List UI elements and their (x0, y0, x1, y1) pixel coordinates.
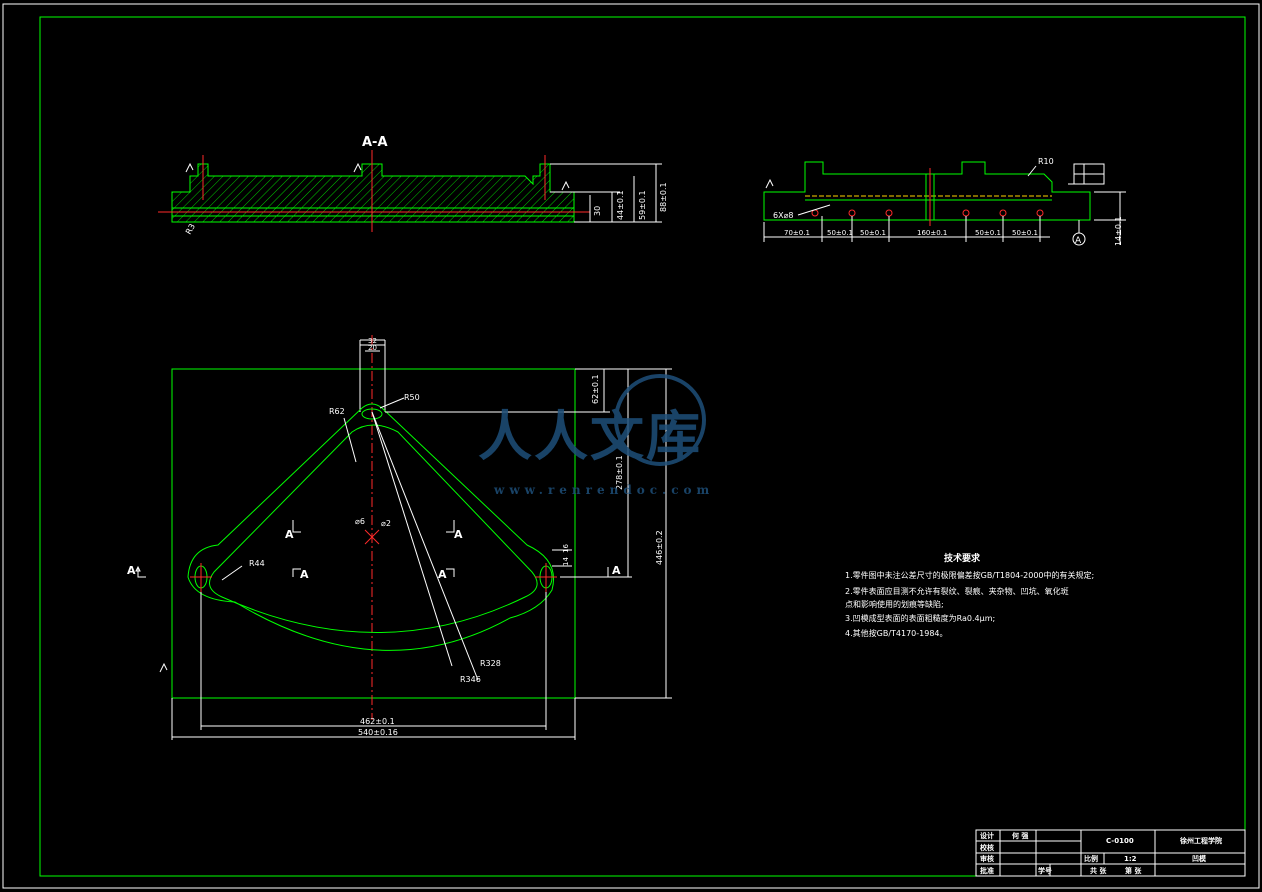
side-holes-label: 6X⌀8 (773, 211, 793, 220)
tb-designer: 何 强 (1012, 831, 1028, 840)
section-mark-left-2: A (300, 568, 309, 581)
side-height-dim: 14±0.1 (1114, 216, 1123, 246)
section-dim-88: 88±0.1 (659, 182, 668, 212)
radius-r328: R328 (480, 659, 501, 668)
section-mark-right-1: A (454, 528, 463, 541)
tb-sheet-no: 第 张 (1125, 866, 1142, 875)
drawing-border-inner (39, 16, 1246, 877)
dim-62: 62±0.1 (591, 374, 600, 404)
section-dim-44: 44±0.1 (616, 190, 625, 220)
tb-part-name: 凹模 (1192, 854, 1207, 863)
side-spacing-3: 50±0.1 (860, 229, 886, 237)
radius-r50: R50 (404, 393, 420, 402)
section-view-title: A-A (362, 135, 388, 150)
title-block: 设计 何 强 C-0100 徐州工程学院 校核 审核 比例 1:2 凹模 批准 … (975, 829, 1246, 877)
radius-r346: R346 (460, 675, 481, 684)
drawing-border-outer (2, 3, 1260, 889)
dim-14: 14 (562, 557, 570, 566)
section-radius-r3: R3 (184, 222, 197, 236)
radius-r62: R62 (329, 407, 345, 416)
slot-width-32: 32 (368, 337, 377, 345)
slot-width-20: 20 (368, 344, 377, 352)
tb-design-label: 设计 (980, 831, 994, 840)
tech-req-line-3: 点和影响使用的划痕等缺陷; (845, 599, 944, 609)
side-spacing-4: 160±0.1 (917, 229, 947, 237)
side-spacing-2: 50±0.1 (827, 229, 853, 237)
tb-drawing-no: C-0100 (1106, 837, 1134, 845)
hole-d2: ⌀2 (381, 519, 391, 528)
watermark-brand: 人人文库 (478, 404, 702, 468)
cavity-outer (187, 403, 554, 651)
side-spacing-5: 50±0.1 (975, 229, 1001, 237)
plate-outline (171, 368, 576, 699)
dim-278: 278±0.1 (615, 455, 624, 490)
tb-check-label: 校核 (980, 843, 994, 852)
side-view: 70±0.1 50±0.1 50±0.1 160±0.1 50±0.1 50±0… (763, 157, 1126, 246)
tb-sheets-total: 共 张 (1090, 866, 1107, 875)
dim-446: 446±0.2 (655, 530, 664, 565)
section-mark-a-outer-left: A (127, 564, 136, 577)
section-mark-left-1: A (285, 528, 294, 541)
plan-view: R62 R50 R44 R328 R346 ⌀6 ⌀2 32 20 62±0.1… (127, 335, 672, 740)
watermark-url: www.renrendoc.com (493, 483, 714, 497)
tech-req-line-5: 4.其他按GB/T4170-1984。 (845, 628, 948, 638)
side-spacing-6: 50±0.1 (1012, 229, 1038, 237)
side-body (763, 161, 1091, 221)
tech-req-line-2: 2.零件表面应目测不允许有裂纹、裂痕、夹杂物、凹坑、氧化斑 (845, 586, 1069, 596)
tech-req-line-1: 1.零件图中未注公差尺寸的极限偏差按GB/T1804-2000中的有关规定; (845, 570, 1094, 580)
section-view-a-a: A-A 30 44±0.1 59±0.1 88±0.1 R3 (158, 135, 668, 236)
watermark: 人人文库 www.renrendoc.com (478, 374, 714, 497)
tech-requirements: 技术要求 1.零件图中未注公差尺寸的极限偏差按GB/T1804-2000中的有关… (845, 552, 1094, 638)
tb-scale-label: 比例 (1084, 854, 1098, 863)
tech-req-title: 技术要求 (944, 552, 981, 564)
dim-16: 16 (562, 544, 570, 553)
section-dim-59: 59±0.1 (638, 190, 647, 220)
section-body (171, 163, 575, 223)
section-dim-30: 30 (593, 206, 602, 216)
tech-req-line-4: 3.凹模成型表面的表面粗糙度为Ra0.4μm; (845, 613, 995, 623)
section-mark-a-outer-right: A (612, 564, 621, 577)
tb-approve-label: 批准 (980, 866, 994, 875)
hole-d6: ⌀6 (355, 517, 365, 526)
dim-462: 462±0.1 (360, 717, 395, 726)
datum-a-label: A (1075, 236, 1082, 246)
side-spacing-1: 70±0.1 (784, 229, 810, 237)
dim-540: 540±0.16 (358, 728, 398, 737)
tb-scale-value: 1:2 (1124, 855, 1137, 863)
section-mark-right-2: A (438, 568, 447, 581)
tb-school: 徐州工程学院 (1179, 836, 1222, 845)
tb-review-label: 审核 (980, 854, 994, 863)
radius-r44: R44 (249, 559, 265, 568)
side-radius-r10: R10 (1038, 157, 1054, 166)
tb-student-no: 学号 (1038, 866, 1052, 875)
